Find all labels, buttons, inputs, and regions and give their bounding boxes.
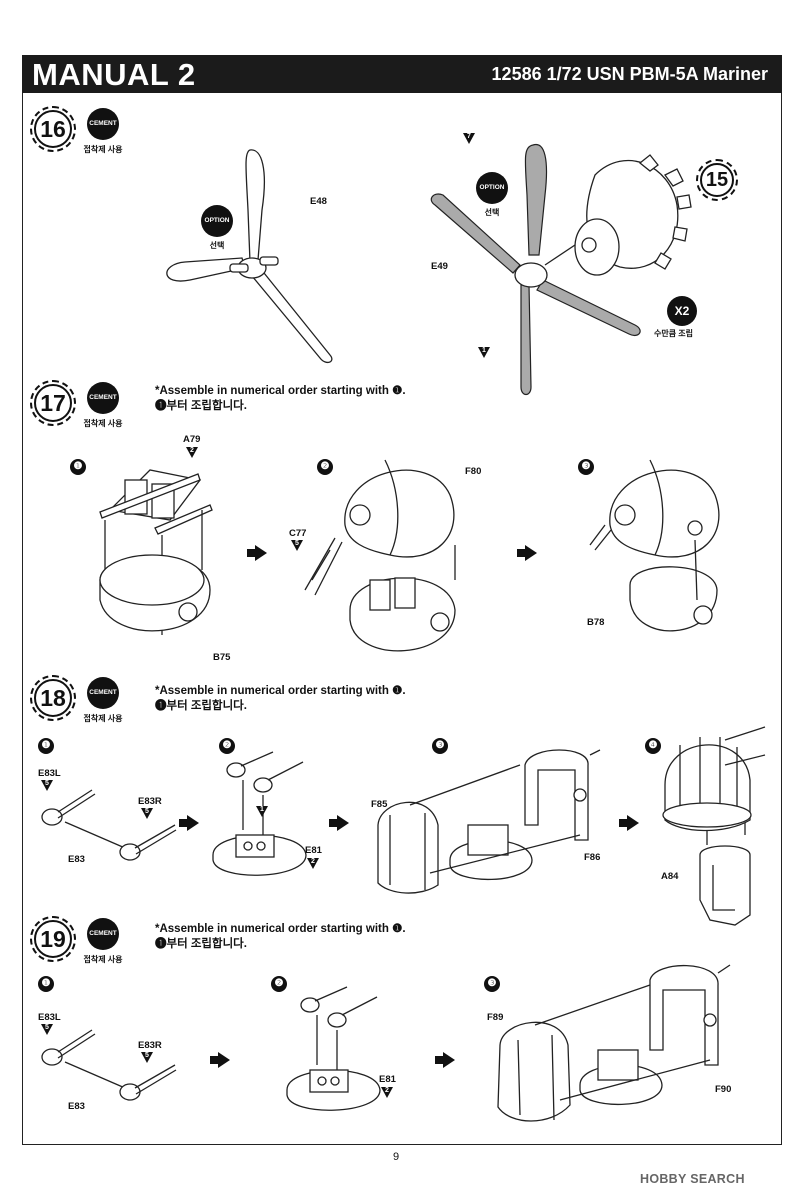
part-label: F85 [371,799,388,810]
substep-2: ❷ [271,976,287,992]
part-number-triangle: 2 [381,1087,393,1098]
part-label: E81 [305,845,322,856]
gun-barrels-illustration [41,789,177,861]
substep-3: ❸ [578,459,594,475]
substep-2: ❷ [317,459,333,475]
manual-title: MANUAL 2 [32,57,196,92]
substep-4: ❹ [645,738,661,754]
model-title: 12586 1/72 USN PBM-5A Mariner [491,64,768,84]
cement-icon: CEMENT [87,677,119,709]
option-caption: 선택 [484,208,500,217]
arrow-right-icon [329,815,349,831]
part-number-triangle: 2 [186,447,198,458]
substep-3: ❸ [432,738,448,754]
part-number-triangle: 5 [291,540,303,551]
substep-3: ❸ [484,976,500,992]
part-label: E83 [68,854,85,865]
assembly-note: *Assemble in numerical order starting wi… [155,923,406,950]
cement-caption: 접착제 사용 [83,145,123,154]
manual-header: MANUAL 2 12586 1/72 USN PBM-5A Mariner [22,55,782,93]
arrow-right-icon [517,545,537,561]
part-label: E48 [310,196,327,207]
watermark: HOBBY SEARCH [640,1172,745,1186]
arrow-right-icon [619,815,639,831]
option-caption: 선택 [209,241,225,250]
part-number-triangle: 2 [307,858,319,869]
turret-f85-f86-assembly-illustration [377,749,601,894]
cement-caption: 접착제 사용 [83,419,123,428]
part-label: E83L [38,1012,61,1023]
part-label: E83 [68,1101,85,1112]
cement-caption: 접착제 사용 [83,955,123,964]
turret-complete-illustration [662,726,766,926]
part-label: E81 [379,1074,396,1085]
part-number-triangle: 5 [141,808,153,819]
step-17-number: 17 [30,380,76,426]
part-label: E49 [431,261,448,272]
part-number-triangle: 5 [141,1052,153,1063]
part-label: C77 [289,528,307,539]
assembly-note: *Assemble in numerical order starting wi… [155,685,406,712]
x2-icon: X2 [667,296,697,326]
part-number-triangle: 1 [256,806,268,817]
cement-caption: 접착제 사용 [83,714,123,723]
turret-dome-assembly-illustration [304,459,456,652]
cement-icon: CEMENT [87,382,119,414]
turret-f89-f90-assembly-illustration [497,964,731,1122]
part-label: F86 [584,852,601,863]
part-number-triangle: 7 [463,133,475,144]
arrow-right-icon [247,545,267,561]
substep-1: ❶ [38,976,54,992]
option-icon: OPTION [201,205,233,237]
part-number-triangle: 5 [41,1024,53,1035]
arrow-right-icon [435,1052,455,1068]
part-number-triangle: 5 [41,780,53,791]
turret-dome-final-illustration [589,459,720,632]
part-label: B78 [587,617,605,628]
part-label: B75 [213,652,231,663]
part-label: F90 [715,1084,732,1095]
turret-ring-illustration [99,469,213,635]
part-number-triangle: 1 [478,347,490,358]
assembly-note: *Assemble in numerical order starting wi… [155,385,406,412]
part-label: F89 [487,1012,504,1023]
reference-step-15: 15 [696,159,738,201]
part-label: F80 [465,466,482,477]
part-label: A79 [183,434,201,445]
step-19-number: 19 [30,916,76,962]
page-frame [22,55,782,1145]
arrow-right-icon [179,815,199,831]
propeller-e49-illustration [430,143,692,396]
propeller-e48-illustration [166,149,333,364]
gun-mount-illustration [286,986,381,1111]
arrow-right-icon [210,1052,230,1068]
step-16-number: 16 [30,106,76,152]
cement-icon: CEMENT [87,918,119,950]
substep-1: ❶ [70,459,86,475]
part-label: A84 [661,871,679,882]
part-label: E83R [138,1040,162,1051]
step-18-number: 18 [30,675,76,721]
substep-1: ❶ [38,738,54,754]
gun-mount-illustration [212,751,307,876]
cement-icon: CEMENT [87,108,119,140]
part-label: E83L [38,768,61,779]
option-icon: OPTION [476,172,508,204]
gun-barrels-illustration [41,1029,177,1101]
page-number: 9 [393,1151,400,1163]
x2-caption: 수만큼 조립 [654,329,694,338]
part-label: E83R [138,796,162,807]
substep-2: ❷ [219,738,235,754]
